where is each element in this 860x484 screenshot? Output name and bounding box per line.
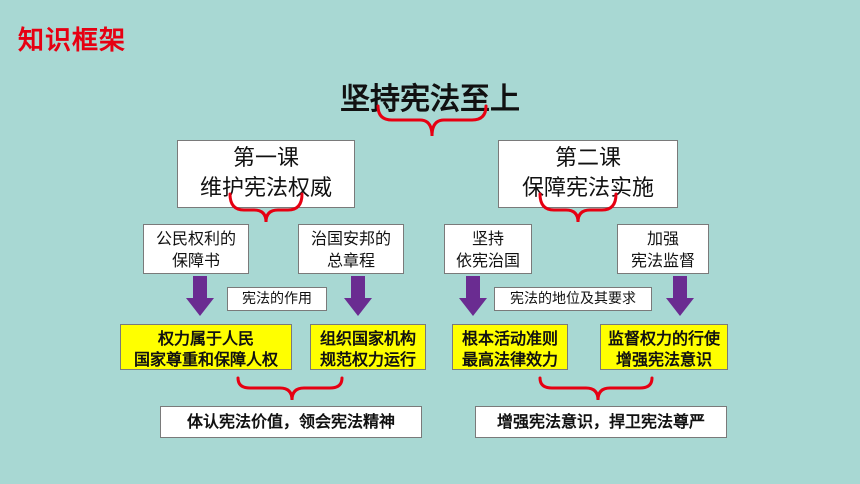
point-line: 组织国家机构	[319, 329, 416, 348]
section-tag: 知识框架	[18, 26, 127, 56]
arrow-down-icon	[344, 276, 372, 316]
arrow-down-icon	[666, 276, 694, 316]
lesson-1-number: 第一课	[232, 146, 299, 171]
point-box-state-organs: 组织国家机构 规范权力运行	[310, 324, 426, 370]
conclusion-left: 体认宪法价值，领会宪法精神	[160, 406, 422, 438]
topic-line: 坚持	[471, 229, 504, 248]
note-status-and-requirements: 宪法的地位及其要求	[494, 287, 652, 311]
topic-line: 加强	[646, 229, 679, 248]
point-line: 监督权力的行使	[607, 329, 720, 348]
point-box-supervise-power: 监督权力的行使 增强宪法意识	[600, 324, 728, 370]
brace-lesson-2	[538, 192, 618, 223]
brace-bottom-right	[538, 376, 654, 401]
arrow-down-icon	[459, 276, 487, 316]
point-line: 规范权力运行	[319, 350, 416, 369]
lesson-2-number: 第二课	[554, 146, 621, 171]
topic-box-general-charter: 治国安邦的 总章程	[298, 224, 404, 274]
arrow-group	[186, 276, 694, 316]
point-box-power-to-people: 权力属于人民 国家尊重和保障人权	[120, 324, 292, 370]
point-box-supreme-law: 根本活动准则 最高法律效力	[452, 324, 568, 370]
arrow-down-icon	[186, 276, 214, 316]
note-role-of-constitution: 宪法的作用	[227, 287, 327, 311]
conclusion-right: 增强宪法意识，捍卫宪法尊严	[475, 406, 727, 438]
topic-line: 宪法监督	[630, 251, 695, 270]
topic-line: 公民权利的	[155, 229, 236, 248]
point-line: 增强宪法意识	[615, 350, 712, 369]
lesson-2-box: 第二课 保障宪法实施	[498, 140, 678, 208]
brace-bottom-left	[236, 376, 344, 401]
brace-group	[228, 104, 654, 401]
lesson-1-box: 第一课 维护宪法权威	[177, 140, 355, 208]
point-line: 国家尊重和保障人权	[133, 350, 278, 369]
topic-box-rule-by-constitution: 坚持 依宪治国	[444, 224, 532, 274]
brace-title	[376, 104, 488, 137]
topic-box-rights-guarantee: 公民权利的 保障书	[143, 224, 249, 274]
topic-line: 治国安邦的	[310, 229, 391, 248]
lesson-1-title: 维护宪法权威	[199, 176, 332, 201]
brace-lesson-1	[228, 192, 304, 223]
main-title: 坚持宪法至上	[340, 82, 520, 117]
topic-line: 总章程	[326, 251, 375, 270]
topic-line: 保障书	[171, 251, 220, 270]
lesson-2-title: 保障宪法实施	[521, 176, 654, 201]
point-line: 权力属于人民	[157, 329, 254, 348]
topic-line: 依宪治国	[455, 251, 520, 270]
point-line: 最高法律效力	[461, 350, 558, 369]
point-line: 根本活动准则	[461, 329, 558, 348]
topic-box-supervision: 加强 宪法监督	[617, 224, 709, 274]
